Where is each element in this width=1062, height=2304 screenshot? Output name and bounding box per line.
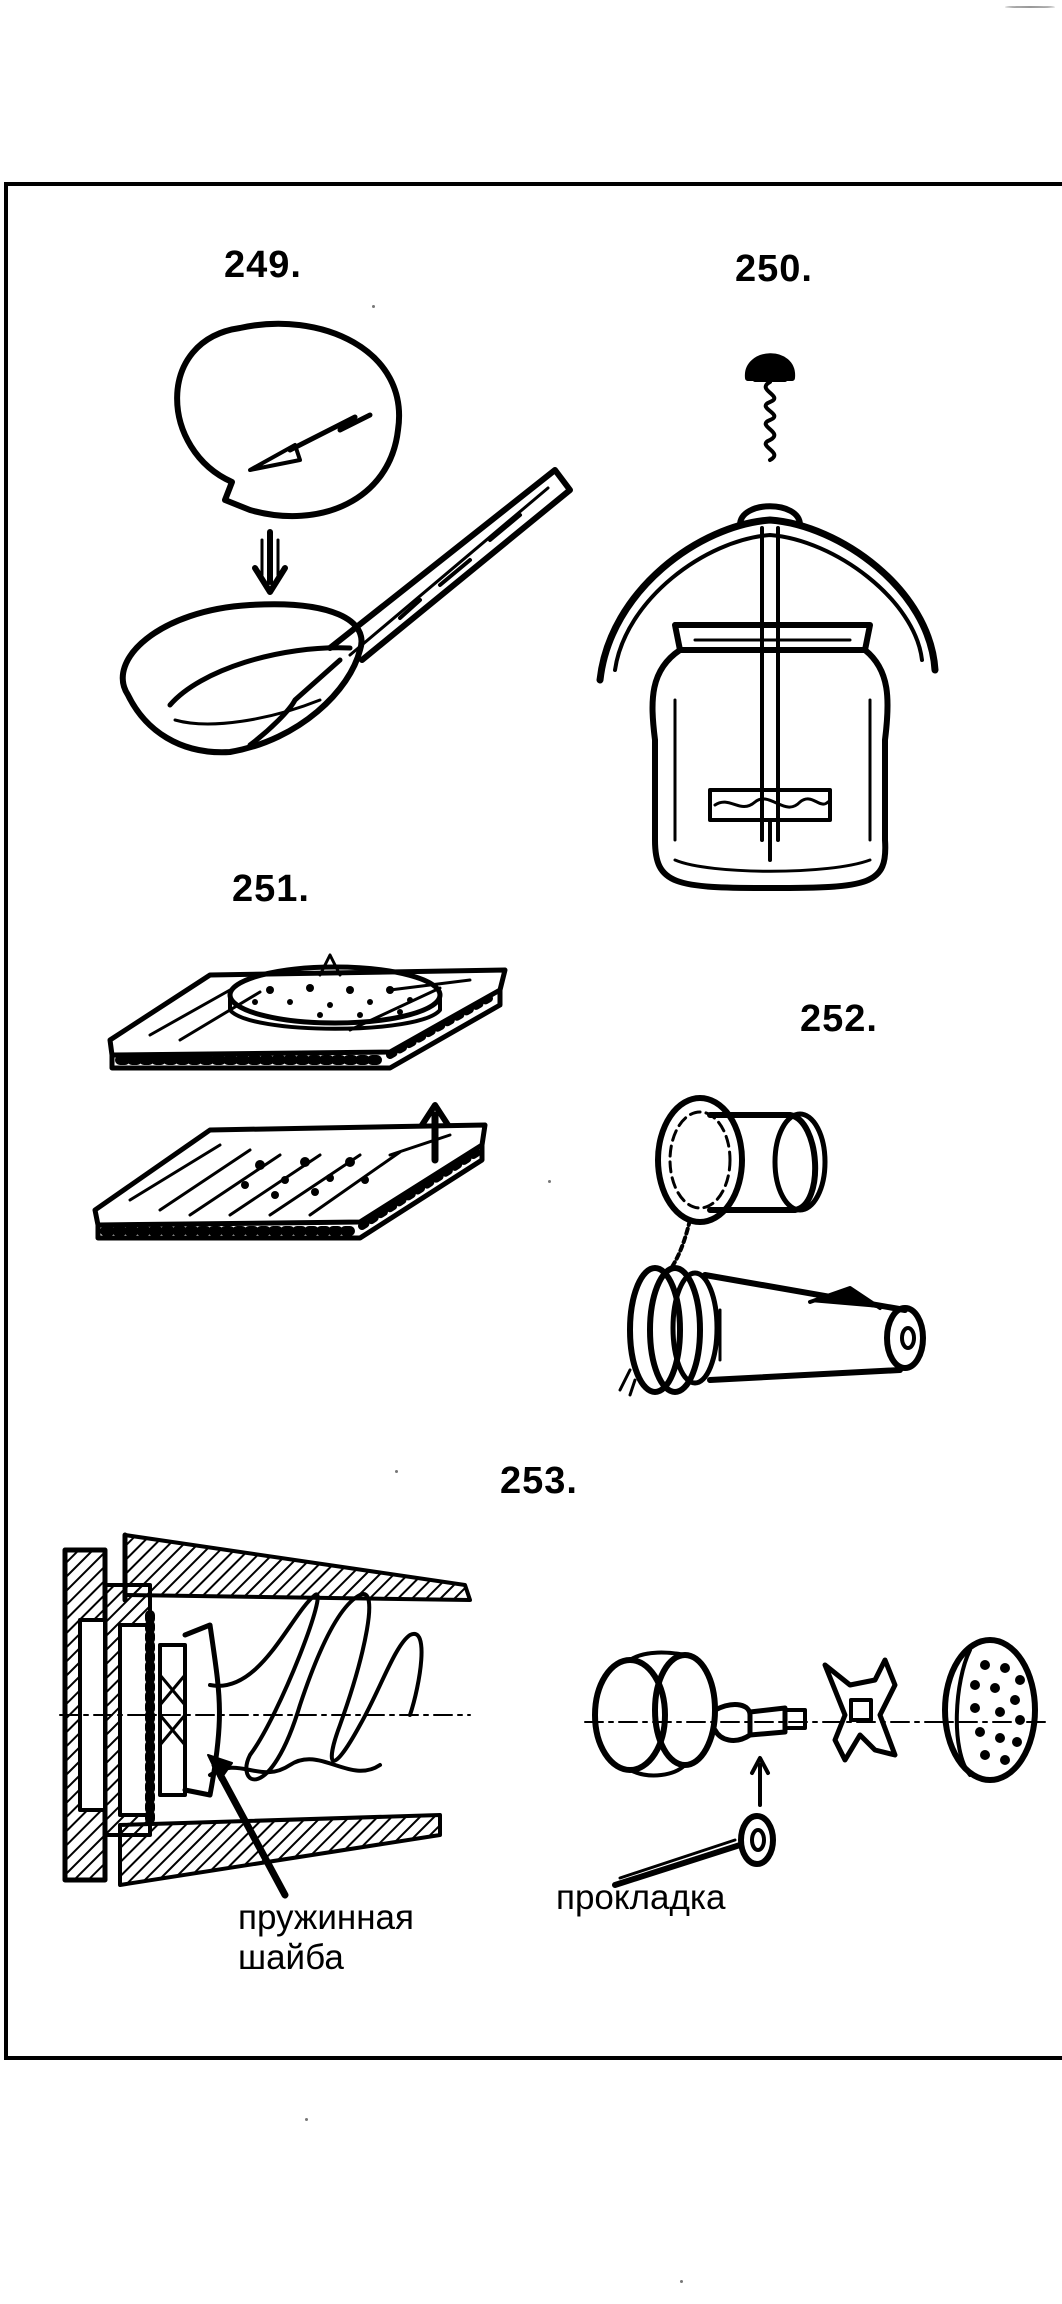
figure-251-number: 251. bbox=[232, 868, 310, 910]
callout-gasket: прокладка bbox=[556, 1878, 726, 1917]
figure-250-jar-churn-drawing bbox=[596, 353, 939, 891]
figure-252-number: 252. bbox=[800, 998, 878, 1040]
figure-251-boards-drawing bbox=[92, 953, 508, 1241]
callout-spring-washer-line2: шайба bbox=[238, 1938, 344, 1977]
scan-mark bbox=[1005, 6, 1055, 8]
figure-249-number: 249. bbox=[224, 244, 302, 286]
scan-speck bbox=[395, 1470, 398, 1473]
figure-253-exploded-drawing bbox=[584, 1637, 1046, 1888]
callout-spring-washer-line1: пружинная bbox=[238, 1898, 414, 1937]
illustration-plate-frame bbox=[4, 182, 1062, 2060]
scan-speck bbox=[372, 305, 375, 308]
figure-252-grinder-drawing bbox=[618, 1095, 926, 1397]
figure-253-number: 253. bbox=[500, 1460, 578, 1502]
figure-253-section-drawing bbox=[59, 1532, 472, 1899]
scan-speck bbox=[548, 1180, 551, 1183]
scan-speck bbox=[305, 2118, 308, 2121]
figure-249-ladle-drawing bbox=[119, 320, 573, 756]
figure-250-number: 250. bbox=[735, 248, 813, 290]
scan-speck bbox=[680, 2280, 683, 2283]
